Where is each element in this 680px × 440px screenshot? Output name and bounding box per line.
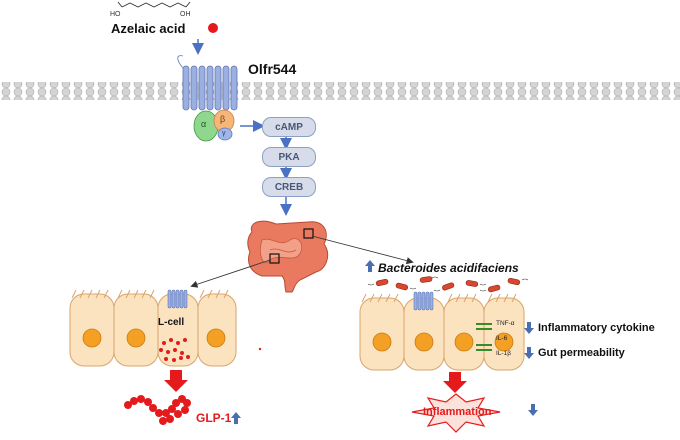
- azelaic-acid-label: Azelaic acid: [111, 21, 186, 36]
- olfr544-receptor-icon: [177, 55, 238, 111]
- creb-node: CREB: [262, 177, 316, 197]
- bacteria-icons: [375, 276, 521, 293]
- beta-label: β: [220, 114, 226, 124]
- arrow-to-microbiota: [311, 235, 414, 265]
- azelaic-acid-structure: [117, 1, 191, 8]
- inflammatory-cytokine-label: Inflammatory cytokine: [538, 322, 655, 334]
- ho-label: HO: [110, 11, 121, 18]
- arrow-to-l-cell: [190, 259, 271, 288]
- bacteria-flagella: [367, 276, 529, 292]
- g-gamma-subunit: [217, 127, 233, 141]
- pka-node: PKA: [262, 147, 316, 167]
- camp-node: cAMP: [262, 117, 316, 137]
- left-down-arrow: [164, 370, 188, 392]
- l-cell-receptor-icon: [167, 289, 188, 309]
- azelaic-acid-molecule: [208, 23, 218, 33]
- glp1-granules: [159, 338, 262, 362]
- right-cell-receptor-icon: [413, 291, 434, 311]
- cytokine-il6: IL-6: [496, 335, 508, 342]
- cell-membrane: [0, 82, 680, 100]
- olfr544-label: Olfr544: [248, 61, 297, 77]
- right-epithelium: [359, 293, 525, 371]
- bacteroides-label: Bacteroides acidifaciens: [378, 261, 519, 275]
- blue-down-arrows: [524, 322, 538, 416]
- right-down-arrow: [443, 372, 467, 393]
- glp1-peptide-icon: [124, 395, 191, 425]
- l-cell-label: L-cell: [158, 317, 185, 328]
- tight-junctions: [476, 323, 492, 351]
- gut-permeability-label: Gut permeability: [538, 347, 625, 359]
- cytokine-tnf: TNF-α: [496, 320, 515, 327]
- blue-up-arrows: [231, 260, 375, 424]
- glp1-label: GLP-1: [196, 411, 232, 425]
- left-epithelium: [69, 289, 237, 367]
- gamma-label: γ: [222, 130, 226, 137]
- intestine-illustration: [247, 220, 329, 293]
- inflammation-label: Inflammation: [423, 406, 492, 418]
- inflammation-burst: [411, 393, 501, 433]
- alpha-label: α: [201, 119, 207, 129]
- cytokine-il1b: IL-1β: [496, 350, 511, 357]
- oh-label: OH: [180, 11, 191, 18]
